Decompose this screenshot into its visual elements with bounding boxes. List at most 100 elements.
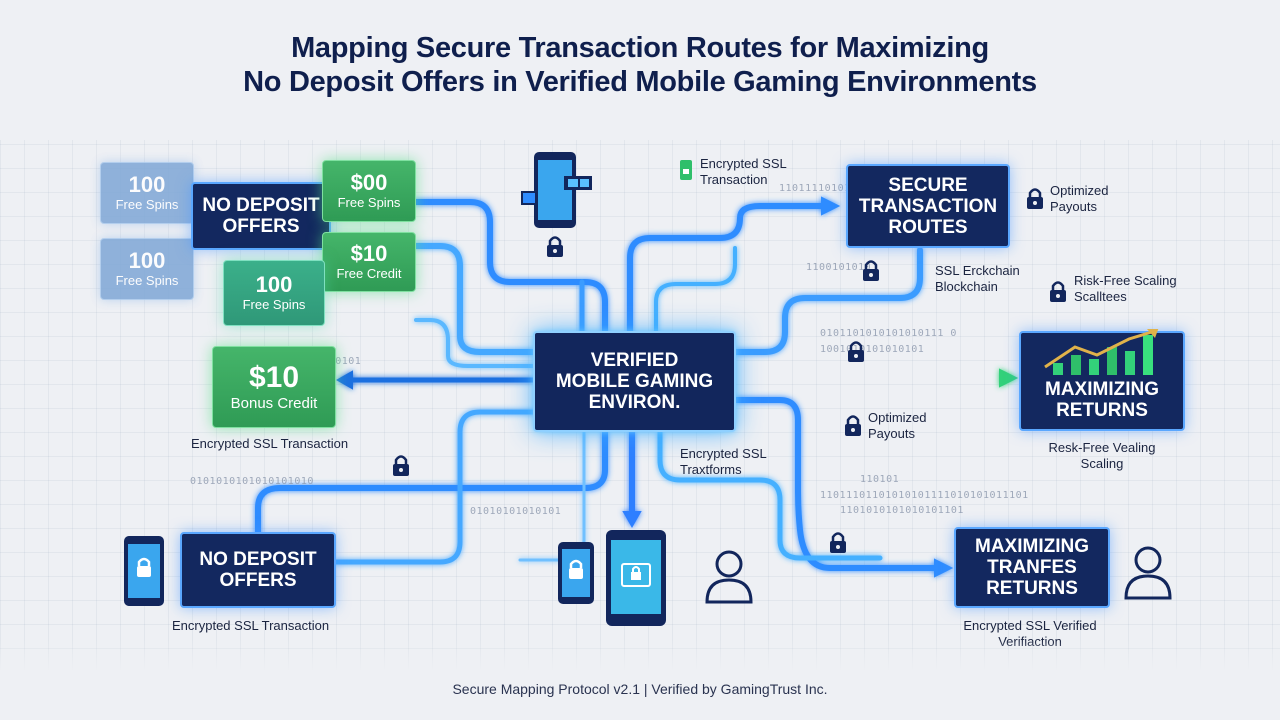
lock-icon <box>845 415 861 436</box>
arrow-head-tablet <box>622 511 642 529</box>
lock-icon <box>848 341 864 362</box>
offer-value: 100 <box>255 272 293 297</box>
smartphone-icon <box>124 536 164 606</box>
page-title-line-1: Mapping Secure Transaction Routes for Ma… <box>291 32 989 64</box>
offer-value: 100 <box>128 248 166 273</box>
node-label: ROUTES <box>888 216 968 238</box>
node-label: NO DEPOSIT <box>199 549 317 570</box>
offer-card-free-spins[interactable]: 100 Free Spins <box>223 260 325 326</box>
header-background <box>0 0 1280 140</box>
wire-secure-2 <box>654 246 737 340</box>
wire-secure-1 <box>627 203 825 341</box>
node-label: OFFERS <box>222 216 300 237</box>
label-encrypted-ssl: Encrypted SSL <box>700 156 787 171</box>
lock-icon <box>547 236 563 257</box>
smartphone-icon <box>558 542 594 604</box>
offer-caption: Bonus Credit <box>230 395 318 412</box>
offer-value: $00 <box>350 170 388 195</box>
binary-stream: 1001010101010101 <box>820 344 925 355</box>
label-resk-free-vealing: Resk-Free Vealing <box>1048 440 1156 455</box>
wire-secure-3 <box>733 247 923 355</box>
user-icon <box>705 550 753 604</box>
node-no-deposit-offers-top[interactable]: NO DEPOSIT OFFERS <box>191 182 331 250</box>
binary-stream: 0101101010101010111 0 <box>820 328 957 339</box>
offer-caption: Free Spins <box>115 197 179 212</box>
node-label: MAXIMIZING <box>1045 379 1159 400</box>
wire-bottom-2 <box>333 409 563 565</box>
label-risk-free-scaling: Risk-Free Scaling <box>1074 273 1177 288</box>
label-optimized: Optimized <box>1050 183 1109 198</box>
label-encrypted-ssl-verified: Encrypted SSL Verified <box>963 618 1097 633</box>
lock-icon <box>1050 281 1066 302</box>
smartphone-icon <box>521 152 592 228</box>
lock-icon <box>680 160 692 180</box>
lock-icon <box>830 532 846 553</box>
tablet-icon <box>606 530 666 626</box>
offer-caption: Free Credit <box>336 266 402 281</box>
label-payouts: Payouts <box>1050 199 1097 214</box>
label-encrypted-ssl-transaction: Encrypted SSL Transaction <box>172 618 330 633</box>
label-payouts: Payouts <box>868 426 915 441</box>
node-label: RETURNS <box>1056 400 1148 421</box>
binary-stream: 11011101101010101111010101011101 <box>820 490 1029 501</box>
node-label: VERIFIED <box>590 350 679 371</box>
node-label: TRANFES <box>987 557 1077 578</box>
node-label: NO DEPOSIT <box>202 195 320 216</box>
label-optimized: Optimized <box>868 410 927 425</box>
offer-caption: Free Spins <box>337 195 401 210</box>
wire-green-mid <box>413 243 536 355</box>
wire-tranfes-1 <box>733 397 938 571</box>
node-label: TRANSACTION <box>858 195 998 217</box>
binary-stream: 01010101010101 <box>470 506 562 517</box>
node-label: RETURNS <box>986 578 1078 599</box>
lock-icon <box>393 455 409 476</box>
user-icon <box>1124 546 1172 600</box>
wire-green-top <box>413 199 608 341</box>
node-no-deposit-offers-bottom[interactable]: NO DEPOSIT OFFERS <box>180 532 336 608</box>
node-label: OFFERS <box>219 570 297 591</box>
offer-card-free-spins[interactable]: 100 Free Spins <box>100 238 194 300</box>
node-secure-transaction-routes[interactable]: SECURE TRANSACTION ROUTES <box>846 164 1010 248</box>
label-encrypted-ssl: Encrypted SSL <box>680 446 767 461</box>
offer-card-free-spins[interactable]: $00 Free Spins <box>322 160 416 222</box>
binary-stream: 110101 <box>860 474 900 485</box>
offer-card-free-spins[interactable]: 100 Free Spins <box>100 162 194 224</box>
node-maximizing-returns[interactable]: MAXIMIZING RETURNS <box>1019 329 1185 431</box>
node-label: SECURE <box>888 174 968 196</box>
node-label: MAXIMIZING <box>975 536 1089 557</box>
offer-card-bonus-credit[interactable]: $10 Bonus Credit <box>212 346 336 428</box>
offer-value: $10 <box>350 241 388 266</box>
wire-teal <box>414 318 535 368</box>
arrow-head-secure <box>821 196 841 216</box>
node-verified-mobile-gaming[interactable]: VERIFIED MOBILE GAMING ENVIRON. <box>533 331 736 432</box>
label-scalltees: Scalltees <box>1074 289 1127 304</box>
label-blockchain: Blockchain <box>935 279 998 294</box>
node-label: ENVIRON. <box>588 392 681 413</box>
node-label: MOBILE GAMING <box>555 371 714 392</box>
growth-chart-icon <box>1044 329 1159 375</box>
label-traxtforms: Traxtforms <box>680 462 742 477</box>
label-encrypted-ssl-transaction: Encrypted SSL Transaction <box>191 436 349 451</box>
offer-caption: Free Spins <box>115 273 179 288</box>
offer-card-free-credit[interactable]: $10 Free Credit <box>322 232 416 292</box>
offer-value: 100 <box>128 172 166 197</box>
label-ssl-erckchain: SSL Erckchain <box>935 263 1020 278</box>
arrow-head-tranfes <box>934 558 954 578</box>
offer-value: $10 <box>248 361 300 394</box>
footer-background <box>0 640 1280 720</box>
lock-icon <box>1027 188 1043 209</box>
lock-icon <box>863 260 879 281</box>
arrow-head-returns <box>999 368 1019 388</box>
wire-tranfes-2 <box>657 429 883 561</box>
binary-stream: 1101010101010101101 <box>840 505 964 516</box>
binary-stream: 11011110101 <box>779 183 851 194</box>
footer-text: Secure Mapping Protocol v2.1 | Verified … <box>452 681 828 697</box>
page-title-line-2: No Deposit Offers in Verified Mobile Gam… <box>243 66 1037 98</box>
wire-bottom-1 <box>255 429 608 537</box>
arrow-head-bonus <box>335 370 353 390</box>
label-transaction: Transaction <box>700 172 768 187</box>
node-maximizing-tranfes-returns[interactable]: MAXIMIZING TRANFES RETURNS <box>954 527 1110 608</box>
label-scaling: Scaling <box>1080 456 1124 471</box>
binary-stream: 1100101010 <box>806 262 872 273</box>
